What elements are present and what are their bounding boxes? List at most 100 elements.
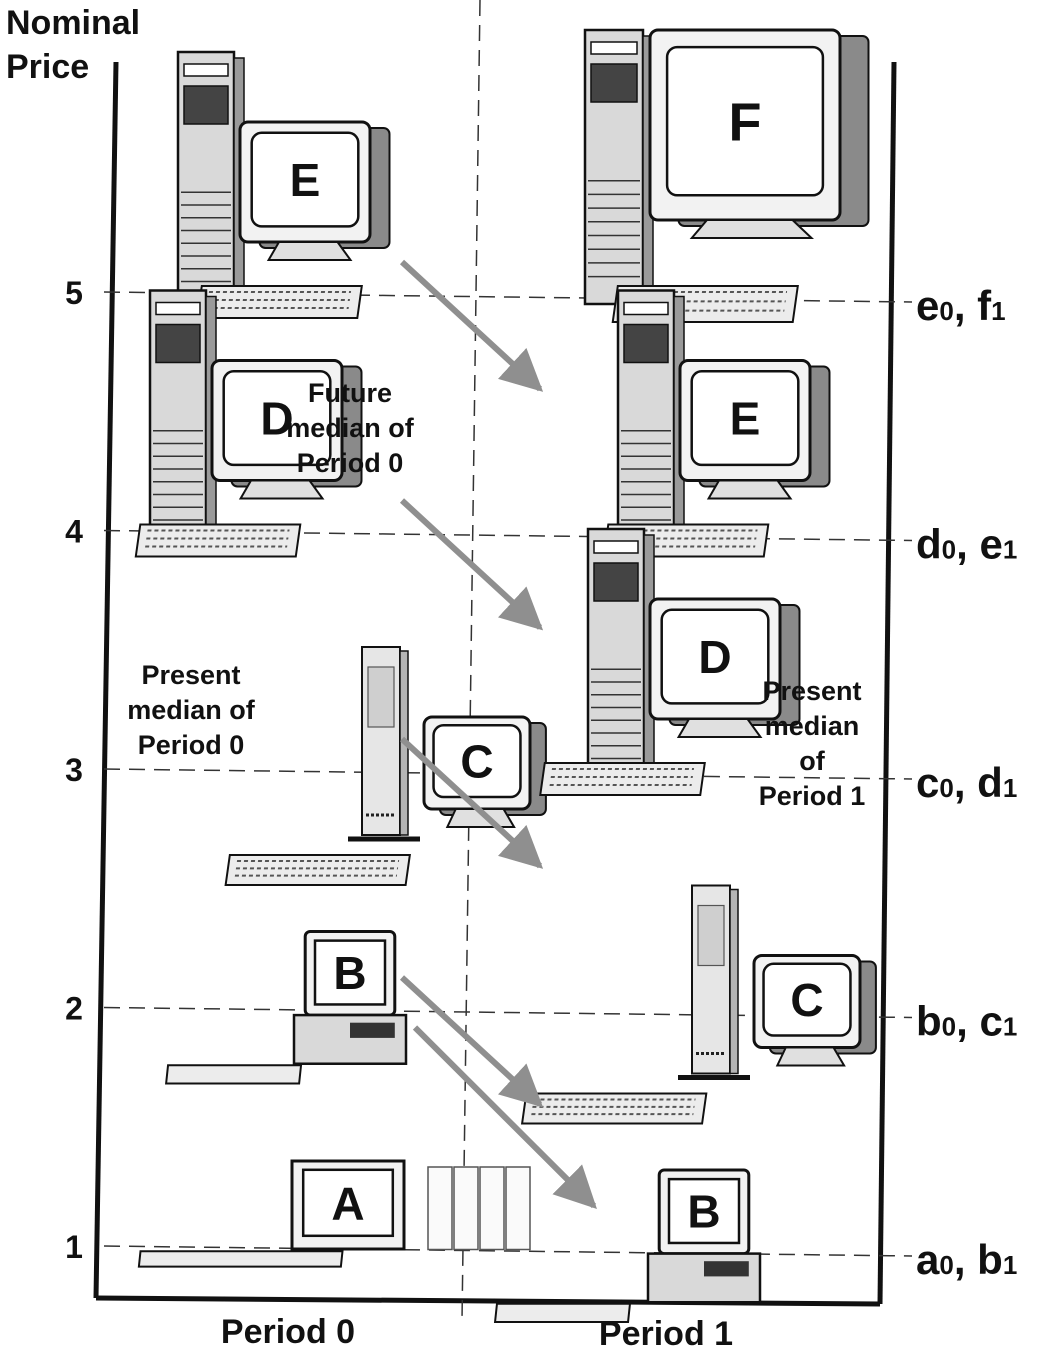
paired-sub-0: 0 (939, 1250, 953, 1280)
paired-label-1: a0, b1 (916, 1236, 1017, 1283)
stacked-copy (454, 1167, 478, 1250)
keyboard (226, 855, 410, 885)
monitor-stand (777, 1048, 844, 1066)
paired-sub-1: 1 (1003, 535, 1017, 565)
computer-letter: A (331, 1177, 364, 1229)
paired-label-text: a0, b1 (916, 1236, 1017, 1283)
drive-panel (156, 325, 200, 363)
monitor-stand (679, 719, 761, 737)
paired-label-3: c0, d1 (916, 759, 1017, 806)
paired-label-4: d0, e1 (916, 521, 1017, 568)
paired-sub-0: 0 (939, 773, 953, 803)
paired-label-2: b0, c1 (916, 998, 1017, 1045)
y-axis-line (96, 62, 116, 1298)
paired-sub-1: 1 (1003, 773, 1017, 803)
y-axis-title-line1: Nominal (6, 4, 140, 42)
paired-main-1: e (979, 521, 1002, 568)
x-axis-line (96, 1298, 880, 1304)
future-median-line1: Future (308, 378, 392, 408)
drive-panel (624, 325, 668, 363)
keyboard (136, 525, 300, 557)
present-median-1-line2: median (765, 711, 860, 741)
paired-sub-1: 1 (991, 296, 1005, 326)
drive-bay (591, 42, 637, 54)
paired-main-1: d (977, 759, 1003, 806)
computer-period0-e: E (178, 52, 390, 318)
tick-label-4: 4 (65, 514, 83, 550)
keyboard (197, 286, 361, 318)
paired-label-5: e0, f1 (916, 282, 1006, 329)
present-median-1-line4: Period 1 (759, 781, 866, 811)
paired-separator: , (956, 998, 979, 1045)
y-axis-title-line2: Price (6, 48, 89, 86)
computer-letter: C (460, 736, 493, 788)
computer-letter: B (687, 1186, 720, 1238)
tick-label-3: 3 (65, 752, 83, 788)
monitor-stand (709, 481, 791, 499)
drive-panel (591, 64, 637, 102)
keyboard (540, 763, 704, 795)
paired-main-1: f (977, 282, 992, 329)
computer-letter: D (698, 631, 731, 683)
paired-main-0: b (916, 998, 942, 1045)
tick-label-2: 2 (65, 991, 83, 1027)
monitor-stand (269, 242, 351, 260)
computer-letter: C (790, 974, 823, 1026)
paired-main-0: a (916, 1236, 940, 1283)
drive-panel (184, 86, 228, 124)
present-median-1-note: Present median of Period 1 (759, 676, 866, 811)
computer-letter: F (729, 93, 762, 153)
stacked-copy (428, 1167, 452, 1250)
computer-letter: E (730, 393, 761, 445)
present-median-1-line1: Present (762, 676, 861, 706)
paired-separator: , (956, 521, 979, 568)
period-0-label: Period 0 (221, 1313, 355, 1351)
paired-label-text: b0, c1 (916, 998, 1017, 1045)
future-median-line3: Period 0 (297, 448, 404, 478)
slim-tower-front (698, 906, 724, 966)
paired-label-text: d0, e1 (916, 521, 1017, 568)
paired-sub-0: 0 (939, 296, 953, 326)
paired-main-0: c (916, 759, 939, 806)
computer-period1-e: E (604, 291, 830, 557)
paired-separator: , (954, 1236, 977, 1283)
tick-label-5: 5 (65, 275, 83, 311)
present-median-0-line2: median of (127, 695, 256, 725)
present-median-0-line3: Period 0 (138, 730, 245, 760)
paired-separator: , (954, 759, 977, 806)
stacked-copy (506, 1167, 530, 1250)
computer-period1-d: D (540, 529, 799, 795)
computer-letter: E (290, 154, 321, 206)
period-1-label: Period 1 (599, 1315, 733, 1352)
paired-sub-1: 1 (1003, 1012, 1017, 1042)
keyboard (522, 1094, 706, 1124)
computer-period0-a: A (139, 1161, 530, 1267)
tick-label-1: 1 (65, 1229, 83, 1265)
stacked-copy (480, 1167, 504, 1250)
shift-arrow-e (402, 262, 540, 389)
slim-tower-front (368, 667, 394, 727)
keyboard (139, 1251, 343, 1266)
present-median-1-line3: of (799, 746, 825, 776)
present-median-0-line1: Present (141, 660, 240, 690)
paired-sub-1: 1 (1003, 1250, 1017, 1280)
present-median-0-note: Present median of Period 0 (127, 660, 256, 760)
slim-tower-side (730, 890, 738, 1074)
price-tick-labels: 5 4 3 2 1 (65, 275, 83, 1265)
monitor-stand (692, 220, 812, 238)
drive-bay (594, 541, 638, 553)
desktop-drive (704, 1261, 749, 1276)
desktop-case (294, 1015, 406, 1064)
paired-sub-0: 0 (942, 535, 956, 565)
paired-sub-0: 0 (942, 1012, 956, 1042)
computer-period0-b: B (166, 932, 406, 1084)
future-median-line2: median of (286, 413, 415, 443)
paired-separator: , (954, 282, 977, 329)
paired-main-1: c (979, 998, 1002, 1045)
computer-period1-c: C (522, 886, 876, 1124)
drive-bay (156, 303, 200, 315)
keyboard (166, 1065, 301, 1083)
paired-label-text: c0, d1 (916, 759, 1017, 806)
